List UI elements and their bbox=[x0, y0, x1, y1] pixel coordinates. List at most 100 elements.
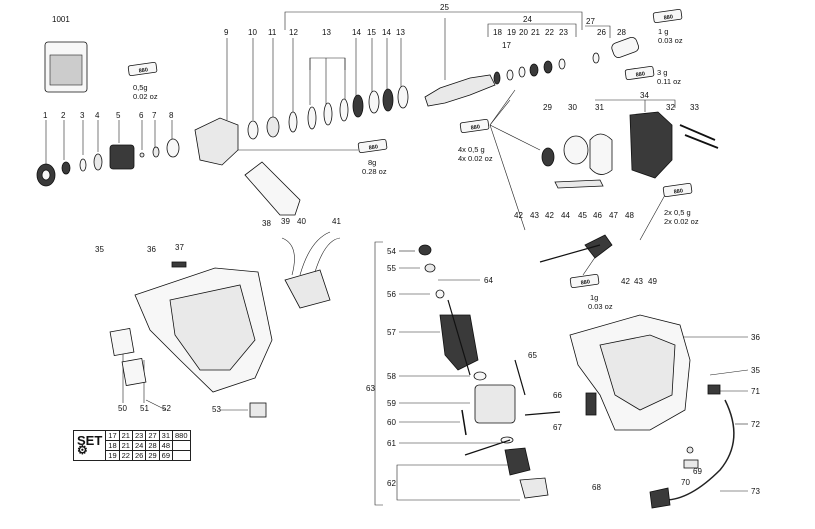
part-28-piston bbox=[611, 36, 639, 58]
svg-text:880: 880 bbox=[635, 71, 645, 78]
part-2 bbox=[61, 161, 71, 175]
part-37 bbox=[171, 261, 187, 268]
set-cell: 19 bbox=[105, 450, 120, 461]
part-15 bbox=[368, 90, 380, 114]
grease-notes: 0,5g 0.02 oz 8g 0.28 oz 1 g 0.03 oz 3 g … bbox=[133, 27, 699, 311]
note-0-03oz: 0.03 oz bbox=[658, 36, 683, 45]
grease-tube: 880 bbox=[357, 138, 388, 154]
part-label: 24 bbox=[523, 15, 532, 24]
part-51 bbox=[121, 357, 147, 387]
part-label: 73 bbox=[751, 487, 760, 496]
grease-tube: 880 bbox=[569, 273, 600, 289]
part-label: 40 bbox=[297, 217, 306, 226]
part-label: 55 bbox=[387, 264, 396, 273]
part-label: 7 bbox=[152, 111, 157, 120]
part-55 bbox=[424, 263, 436, 273]
part-label: 56 bbox=[387, 290, 396, 299]
part-label: 47 bbox=[609, 211, 618, 220]
set-cell: 26 bbox=[131, 450, 147, 461]
set-cell: 29 bbox=[145, 450, 160, 461]
part-53 bbox=[249, 402, 267, 418]
part-label: 32 bbox=[666, 103, 675, 112]
part-7 bbox=[152, 146, 160, 158]
grease-tube: 880 bbox=[459, 118, 490, 134]
part-label: 1001 bbox=[52, 15, 70, 24]
set-cell: 24 bbox=[131, 440, 147, 451]
part-label: 69 bbox=[693, 467, 702, 476]
note-4x-0-5g: 4x 0,5 g bbox=[458, 145, 485, 154]
part-label: 51 bbox=[140, 404, 149, 413]
parts-kit-icon: ⚙ bbox=[77, 443, 88, 457]
part-label: 12 bbox=[289, 28, 298, 37]
set-cell: 18 bbox=[105, 440, 120, 451]
part-label: 72 bbox=[751, 420, 760, 429]
part-label: 36 bbox=[147, 245, 156, 254]
set-cell: 23 bbox=[131, 430, 147, 441]
part-label: 61 bbox=[387, 439, 396, 448]
part-label: 22 bbox=[545, 28, 554, 37]
part-13a bbox=[307, 106, 317, 130]
part-label: 19 bbox=[507, 28, 516, 37]
part-13c bbox=[339, 98, 349, 122]
part-label: 50 bbox=[118, 404, 127, 413]
part-label: 4 bbox=[95, 111, 100, 120]
note-0-03oz-b: 0.03 oz bbox=[588, 302, 613, 311]
part-label: 27 bbox=[586, 17, 595, 26]
part-47 bbox=[554, 179, 604, 189]
part-label: 38 bbox=[262, 219, 271, 228]
part-label: 35 bbox=[95, 245, 104, 254]
part-label: 14 bbox=[382, 28, 391, 37]
part-29 bbox=[541, 147, 555, 167]
part-3 bbox=[79, 158, 87, 172]
part-11 bbox=[266, 116, 280, 138]
part-14b bbox=[382, 88, 394, 112]
part-12 bbox=[288, 111, 298, 133]
part-56 bbox=[435, 289, 445, 299]
part-label: 57 bbox=[387, 328, 396, 337]
part-71 bbox=[707, 384, 721, 395]
part-label: 35 bbox=[751, 366, 760, 375]
part-label: 13 bbox=[322, 28, 331, 37]
note-0-28oz: 0.28 oz bbox=[362, 167, 387, 176]
set-cell: 69 bbox=[158, 450, 174, 461]
part-18 bbox=[493, 71, 501, 85]
part-59-stator bbox=[474, 384, 516, 424]
part-label: 9 bbox=[224, 28, 229, 37]
part-58 bbox=[473, 371, 487, 381]
part-label: 30 bbox=[568, 103, 577, 112]
part-label: 13 bbox=[396, 28, 405, 37]
part-label: 67 bbox=[553, 423, 562, 432]
svg-text:880: 880 bbox=[580, 279, 590, 286]
part-label: 39 bbox=[281, 217, 290, 226]
part-57-armature bbox=[439, 314, 479, 371]
grease-tube: 880 bbox=[652, 8, 683, 24]
part-62 bbox=[504, 447, 531, 476]
part-label: 8 bbox=[169, 111, 174, 120]
part-label: 33 bbox=[690, 103, 699, 112]
part-label: 29 bbox=[543, 103, 552, 112]
set-row: 19 22 26 29 69 bbox=[74, 450, 191, 461]
part-label: 25 bbox=[440, 3, 449, 12]
part-label: 41 bbox=[332, 217, 341, 226]
set-cell: 48 bbox=[158, 440, 174, 451]
part-54 bbox=[418, 244, 432, 256]
note-1g: 1 g bbox=[658, 27, 668, 36]
part-label: 58 bbox=[387, 372, 396, 381]
part-label: 60 bbox=[387, 418, 396, 427]
part-label: 65 bbox=[528, 351, 537, 360]
svg-text:880: 880 bbox=[663, 14, 673, 21]
part-label: 21 bbox=[531, 28, 540, 37]
part-label: 42 bbox=[545, 211, 554, 220]
part-label: 5 bbox=[116, 111, 121, 120]
part-label: 17 bbox=[502, 41, 511, 50]
part-label: 3 bbox=[80, 111, 85, 120]
set-cell bbox=[172, 440, 191, 451]
note-4x-0-02oz: 4x 0.02 oz bbox=[458, 154, 493, 163]
part-9-gear-housing bbox=[194, 117, 239, 166]
part-14a bbox=[352, 94, 364, 118]
part-label: 36 bbox=[751, 333, 760, 342]
part-68 bbox=[585, 392, 597, 416]
note-1g-b: 1g bbox=[590, 293, 598, 302]
part-4 bbox=[93, 153, 103, 171]
set-label: SET bbox=[77, 433, 103, 448]
